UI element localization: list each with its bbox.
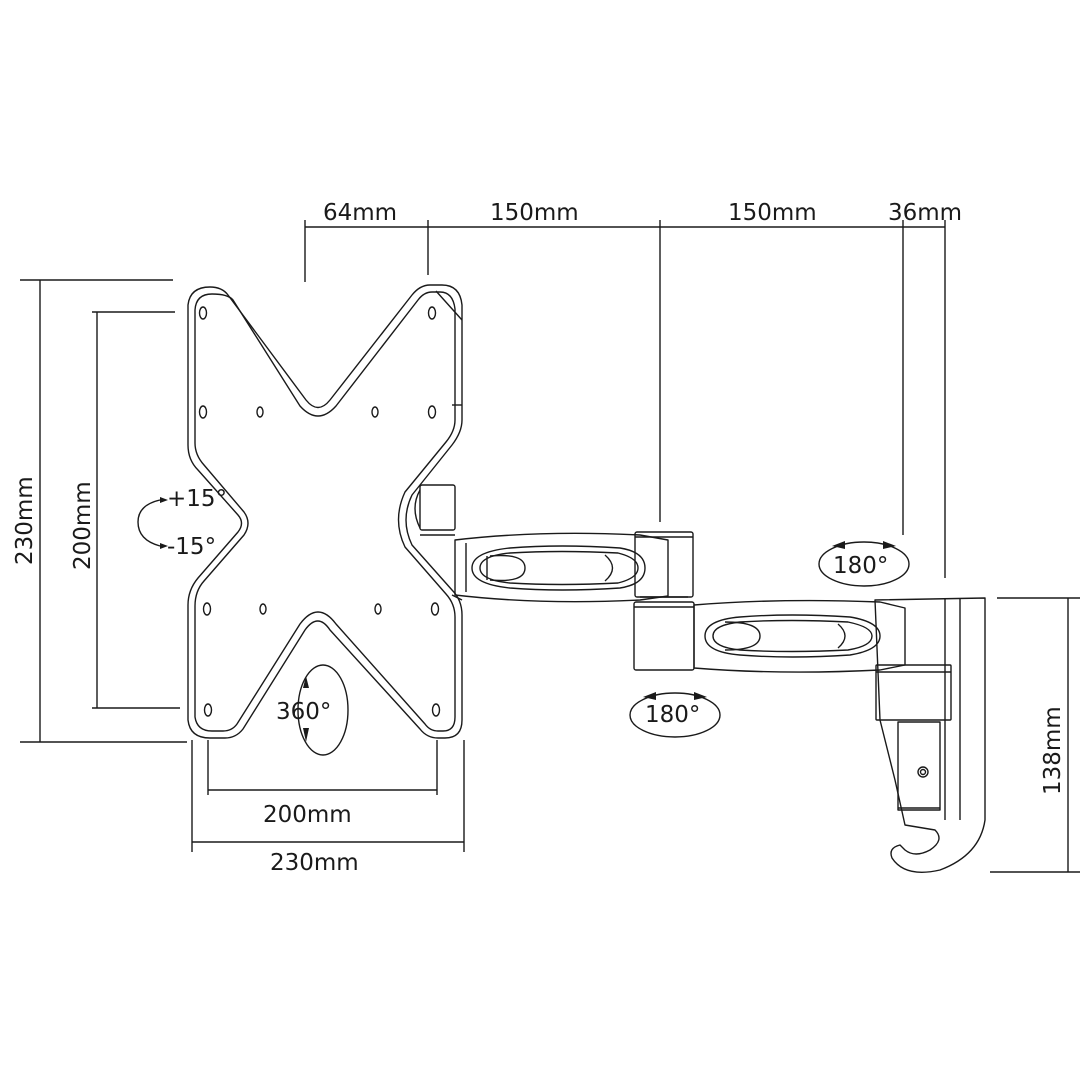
dim-plate-width-label: 230mm: [270, 850, 359, 876]
arrow-heads: [160, 497, 896, 742]
arm-2: [693, 599, 906, 673]
elbow-joint: [633, 531, 695, 671]
rotation-label: 360°: [276, 699, 332, 725]
dim-vesa-height-label: 200mm: [70, 481, 96, 570]
tilt-hinge: [414, 484, 456, 536]
dim-arm-1-label: 150mm: [490, 200, 579, 226]
right-dimension-line: [990, 597, 1080, 873]
dim-arm-offset-label: 64mm: [323, 200, 398, 226]
swivel-180-wall-arrow: [818, 541, 910, 587]
swivel-wall-label: 180°: [833, 553, 889, 579]
swivel-180-arm-arrow: [629, 692, 721, 738]
wall-bracket: [874, 597, 986, 873]
dim-plate-height-label: 230mm: [12, 476, 38, 565]
dim-wall-depth-label: 36mm: [888, 200, 963, 226]
vesa-plate: [187, 284, 463, 739]
top-dimension-line: [304, 220, 946, 578]
swivel-arm-label: 180°: [645, 702, 701, 728]
tilt-down-label: -15°: [167, 534, 217, 560]
arm-1: [454, 532, 669, 603]
dim-wall-plate-height-label: 138mm: [1040, 706, 1066, 795]
rotation-360-arrow: [297, 664, 349, 756]
tilt-up-label: +15°: [167, 486, 228, 512]
tilt-arrow: [137, 499, 161, 547]
left-dimension-lines: [20, 279, 187, 743]
bottom-dimension-lines: [191, 740, 465, 852]
dim-vesa-width-label: 200mm: [263, 802, 352, 828]
dim-arm-2-label: 150mm: [728, 200, 817, 226]
mounting-holes: [198, 306, 441, 717]
